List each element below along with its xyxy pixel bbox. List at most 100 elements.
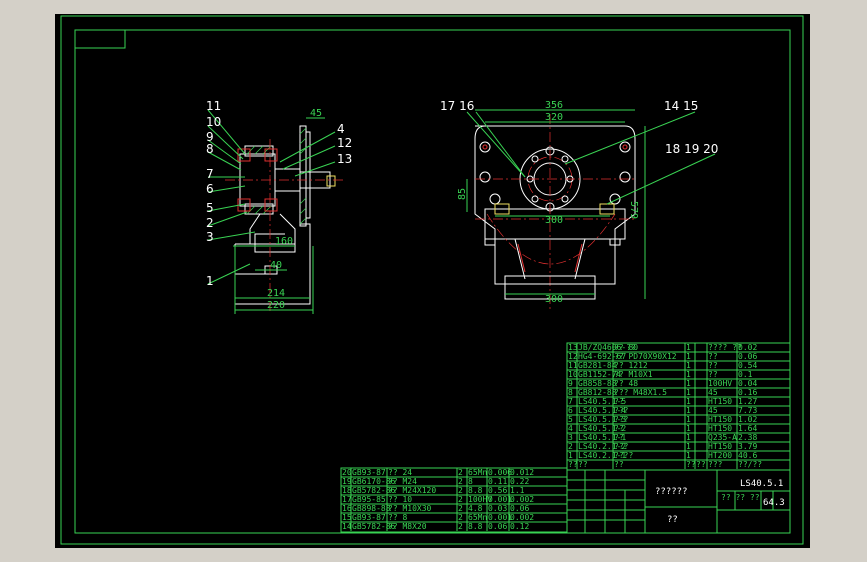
bom-lower-cell: 8.8 [468,522,483,531]
bom-upper-cell: 1 [686,424,691,433]
bom-lower-cell: 2 [458,468,463,477]
dim-356: 356 [545,100,563,111]
bom-lower-cell: 0.22 [510,477,529,486]
bom-upper-cell: ?? [578,460,588,469]
callout-2: 2 [206,216,214,230]
right-callouts: 17 16 14 15 18 19 20 [440,99,718,205]
bom-upper-cell: 0.04 [738,379,757,388]
left-dimensions: 45 160 40 214 220 [233,108,325,314]
bom-upper-cell: JB/ZQ4606-?? [578,343,636,352]
bom-upper-cell: HG4-692-67 [578,352,626,361]
title-weight: 64.3 [763,498,785,508]
bom-upper-cell: ??? [708,460,723,469]
bom-upper-cell: 0.1 [738,370,753,379]
bom-lower-cell: GB5782-86 [352,486,396,495]
bom-upper-cell: 9 [568,379,573,388]
title-marks: ?? ?? ?? [721,493,760,502]
bom-upper-cell: 1 [686,379,691,388]
callout-6: 6 [206,182,214,196]
bom-lower-cell: 2 [458,504,463,513]
bom-lower-cell: 0.56 [488,486,507,495]
bom-lower-cell: 0.06 [488,522,507,531]
bom-lower-cell: 0.001 [488,513,512,522]
bom-lower-cell: 16 [342,504,352,513]
title-part-name: ?????? [655,487,688,497]
bom-upper-cell: ?? [614,424,624,433]
bom-upper-cell: 8 [568,388,573,397]
bom-lower-cell: ?? M10X30 [388,504,432,513]
bom-upper-cell: 1 [686,433,691,442]
bom-lower-cell: 2 [458,513,463,522]
bom-upper-cell: HT150 [708,442,732,451]
bom-upper-cell: 7.73 [738,406,757,415]
bom-upper-cell: ??? [614,442,629,451]
bom-upper-cell: ?? [614,433,624,442]
bom-upper-cell: HT150 [708,415,732,424]
bom-upper-cell: ???? ?? [708,343,742,352]
bom-upper-cell: GB812-88 [578,388,617,397]
bom-upper-cell: LS40.5.1-3 [578,415,626,424]
dim-160: 160 [275,236,293,247]
bom-lower-cell: 2 [458,486,463,495]
bom-lower-cell: 0.06 [510,504,529,513]
bom-lower-cell: ?? M24 [388,477,417,486]
bom-lower-cell: 4.8 [468,504,483,513]
bom-upper-cell: 40.6 [738,451,757,460]
bom-upper-cell: ?? [708,370,718,379]
title-company: ?? [667,515,678,525]
dim-300-upper: 300 [545,215,563,226]
right-dimensions: 356 320 300 85 579 300 [457,100,646,305]
bom-lower-cell: 100HV [468,495,492,504]
bom-lower-cell: 19 [342,477,352,486]
bom-lower-cell: 0.11 [488,477,507,486]
bom-lower-cell: 15 [342,513,352,522]
callout-4: 4 [337,122,345,136]
bom-upper-cell: 1 [686,451,691,460]
bom-upper-cell: 12 [568,352,578,361]
bom-lower-cell: 2 [458,522,463,531]
bom-upper-cell: 1 [686,406,691,415]
left-callouts: 11 10 9 8 7 6 5 2 3 1 4 12 13 [206,99,352,288]
bom-lower-cell: 17 [342,495,352,504]
callout-3: 3 [206,230,214,244]
bom-upper-cell: 3 [568,433,573,442]
bom-upper-cell: 45 [708,388,718,397]
bom-lower-cell: 0.006 [488,468,512,477]
bom-lower-cell: GB95-85 [352,495,386,504]
bom-lower-cell: ?? 10 [388,495,412,504]
bom-upper-cell: LS40.5.1-1 [578,433,626,442]
bom-upper-cell: ??/?? [738,460,762,469]
cad-viewport[interactable]: 45 160 40 214 220 11 10 9 8 7 6 5 2 3 1 [55,14,810,548]
bom-upper-cell: 1.27 [738,397,757,406]
bom-upper-cell: 1.64 [738,424,757,433]
cad-drawing: 45 160 40 214 220 11 10 9 8 7 6 5 2 3 1 [60,15,804,545]
bom-upper-cell: Q235-A [708,433,737,442]
callout-9: 9 [206,130,214,144]
inner-border [74,29,791,534]
bom-upper-cell: 0.06 [738,352,757,361]
bom-upper-cell: 0.16 [738,388,757,397]
bom-lower-cell: ?? M24X120 [388,486,436,495]
bom-upper-cell: ?? [708,361,718,370]
bom-lower-cell: 0.012 [510,468,534,477]
bom-upper-cell: 5 [568,415,573,424]
bom-upper-cell: ?? PD70X90X12 [614,352,677,361]
dim-40: 40 [270,260,282,271]
bom-upper-cell: LS40.2.1-1 [578,451,626,460]
bom-upper-cell: HT150 [708,424,732,433]
bom-upper-cell: 10 [568,370,578,379]
bom-upper-cell: LS40.5.1-2 [578,424,626,433]
bom-lower-cell: GB898-88 [352,504,391,513]
bom-upper-cell: 7 [568,397,573,406]
title-drawing-no: LS40.5.1 [740,479,783,489]
bom-upper-cell: 2.38 [738,433,757,442]
bom-upper-cell: ?? 80 [614,343,638,352]
dim-300-lower: 300 [545,294,563,305]
bom-upper-cell: 0.02 [738,343,757,352]
bom-upper-cell: ??? [614,406,629,415]
bom-upper-cell: 2 [568,442,573,451]
bom-upper-cell: ?? 1212 [614,361,648,370]
callout-13: 13 [337,152,352,166]
bom-upper-cell: 1 [686,343,691,352]
bom-upper-cell: GB1152-74 [578,370,622,379]
